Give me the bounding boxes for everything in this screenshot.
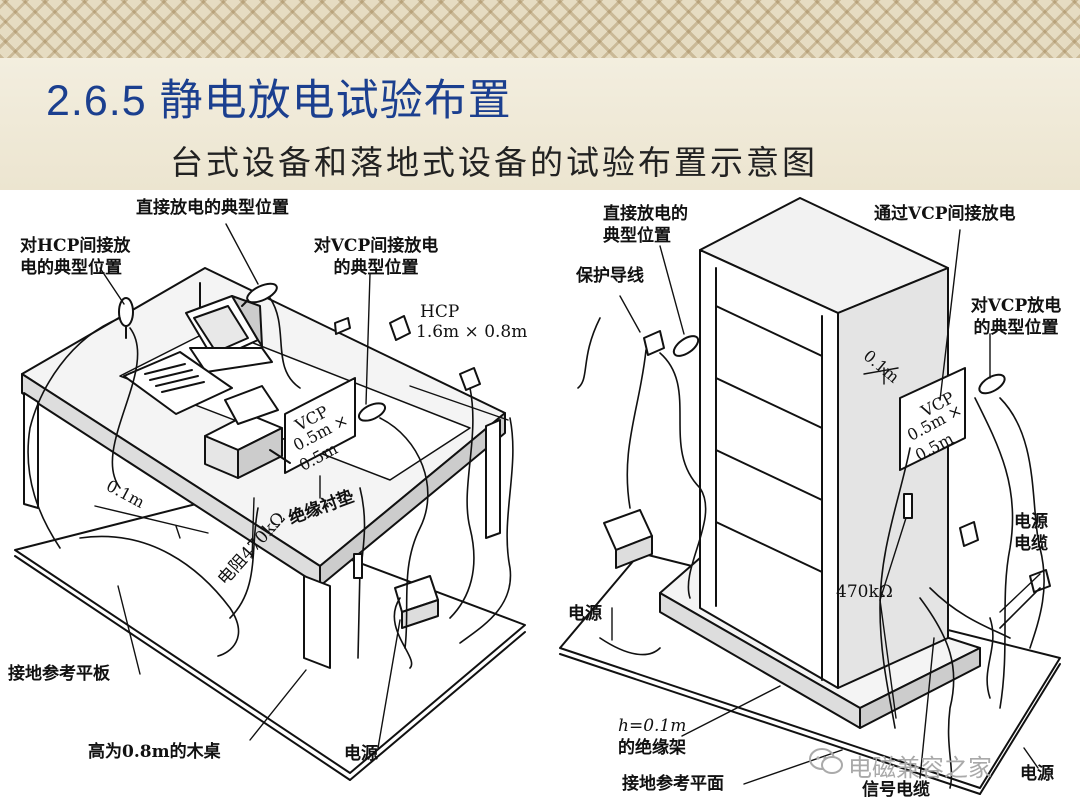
label-vcp-indirect-line1: 对VCP间接放电 xyxy=(313,236,439,256)
monitor xyxy=(185,295,273,373)
label-direct-discharge-left: 直接放电的典型位置 xyxy=(136,198,289,218)
chat-bubbles-icon xyxy=(809,748,843,774)
dimension-lines-right xyxy=(863,367,899,385)
label-hcp-indirect-line1: 对HCP间接放 xyxy=(20,236,131,256)
label-ground-plate: 接地参考平板 xyxy=(8,664,110,684)
esd-gun-left-hcp xyxy=(118,297,134,339)
decorative-banner xyxy=(0,0,1080,60)
label-direct-discharge-right-line1: 直接放电的 xyxy=(603,204,688,224)
label-protection-wire: 保护导线 xyxy=(576,266,644,286)
cables-left xyxy=(27,297,514,669)
label-vcp-indirect-line2: 的典型位置 xyxy=(333,258,419,278)
label-insulation-support: 的绝缘架 xyxy=(618,738,686,758)
floor-standing-cabinet xyxy=(699,197,949,689)
dimension-lines-left xyxy=(94,385,509,539)
page-subtitle: 台式设备和落地式设备的试验布置示意图 xyxy=(170,143,818,182)
leader-lines-left xyxy=(99,223,401,749)
label-power-right: 电源 xyxy=(568,604,602,624)
leader-lines-right xyxy=(611,229,1041,785)
label-vcp-discharge-line1: 对VCP放电 xyxy=(970,296,1062,316)
ground-clamps-left xyxy=(334,315,481,391)
vcp-plate-left xyxy=(269,377,356,474)
watermark: 电磁兼容之家 xyxy=(848,754,992,782)
label-table-height: 高为0.8m的木桌 xyxy=(88,742,221,762)
label-support-height: h=0.1m xyxy=(618,716,687,736)
label-vcp-discharge-line2: 的典型位置 xyxy=(973,318,1059,338)
vcp-plate-right xyxy=(899,367,966,471)
esd-gun-right-vcp xyxy=(978,373,1006,395)
power-box-left xyxy=(394,575,439,629)
resistor-right xyxy=(903,493,913,519)
cables-right xyxy=(577,317,1045,789)
label-power-cable-line1: 电源 xyxy=(1014,512,1048,532)
label-direct-discharge-right-line2: 典型位置 xyxy=(603,226,671,246)
label-hcp-indirect-line2: 电的典型位置 xyxy=(20,258,122,278)
test-setup-diagram xyxy=(14,197,1061,795)
label-ground-plane: 接地参考平面 xyxy=(622,774,724,794)
page-title: 2.6.5 静电放电试验布置 xyxy=(46,77,512,125)
label-vcp-indirect-right: 通过VCP间接放电 xyxy=(874,204,1016,224)
resistor-left xyxy=(353,553,363,579)
esd-gun-right-direct xyxy=(672,335,700,357)
label-signal-cable: 信号电缆 xyxy=(862,780,930,800)
eut-box xyxy=(204,385,283,479)
power-box-right xyxy=(603,509,653,569)
label-hcp-name: HCP xyxy=(420,302,460,322)
esd-gun-left-vcp xyxy=(357,402,387,422)
label-power-cable-line2: 电缆 xyxy=(1014,534,1048,554)
keyboard xyxy=(123,351,233,415)
title-area xyxy=(0,58,1080,190)
label-hcp-size: 1.6m × 0.8m xyxy=(416,322,528,342)
ground-clamps-right xyxy=(643,330,1051,593)
label-resistor-right: 470kΩ xyxy=(836,582,893,602)
label-power-left: 电源 xyxy=(344,744,378,764)
esd-gun-left-direct xyxy=(241,282,278,307)
ground-reference-plate xyxy=(14,502,526,781)
label-power-right-2: 电源 xyxy=(1020,764,1054,784)
